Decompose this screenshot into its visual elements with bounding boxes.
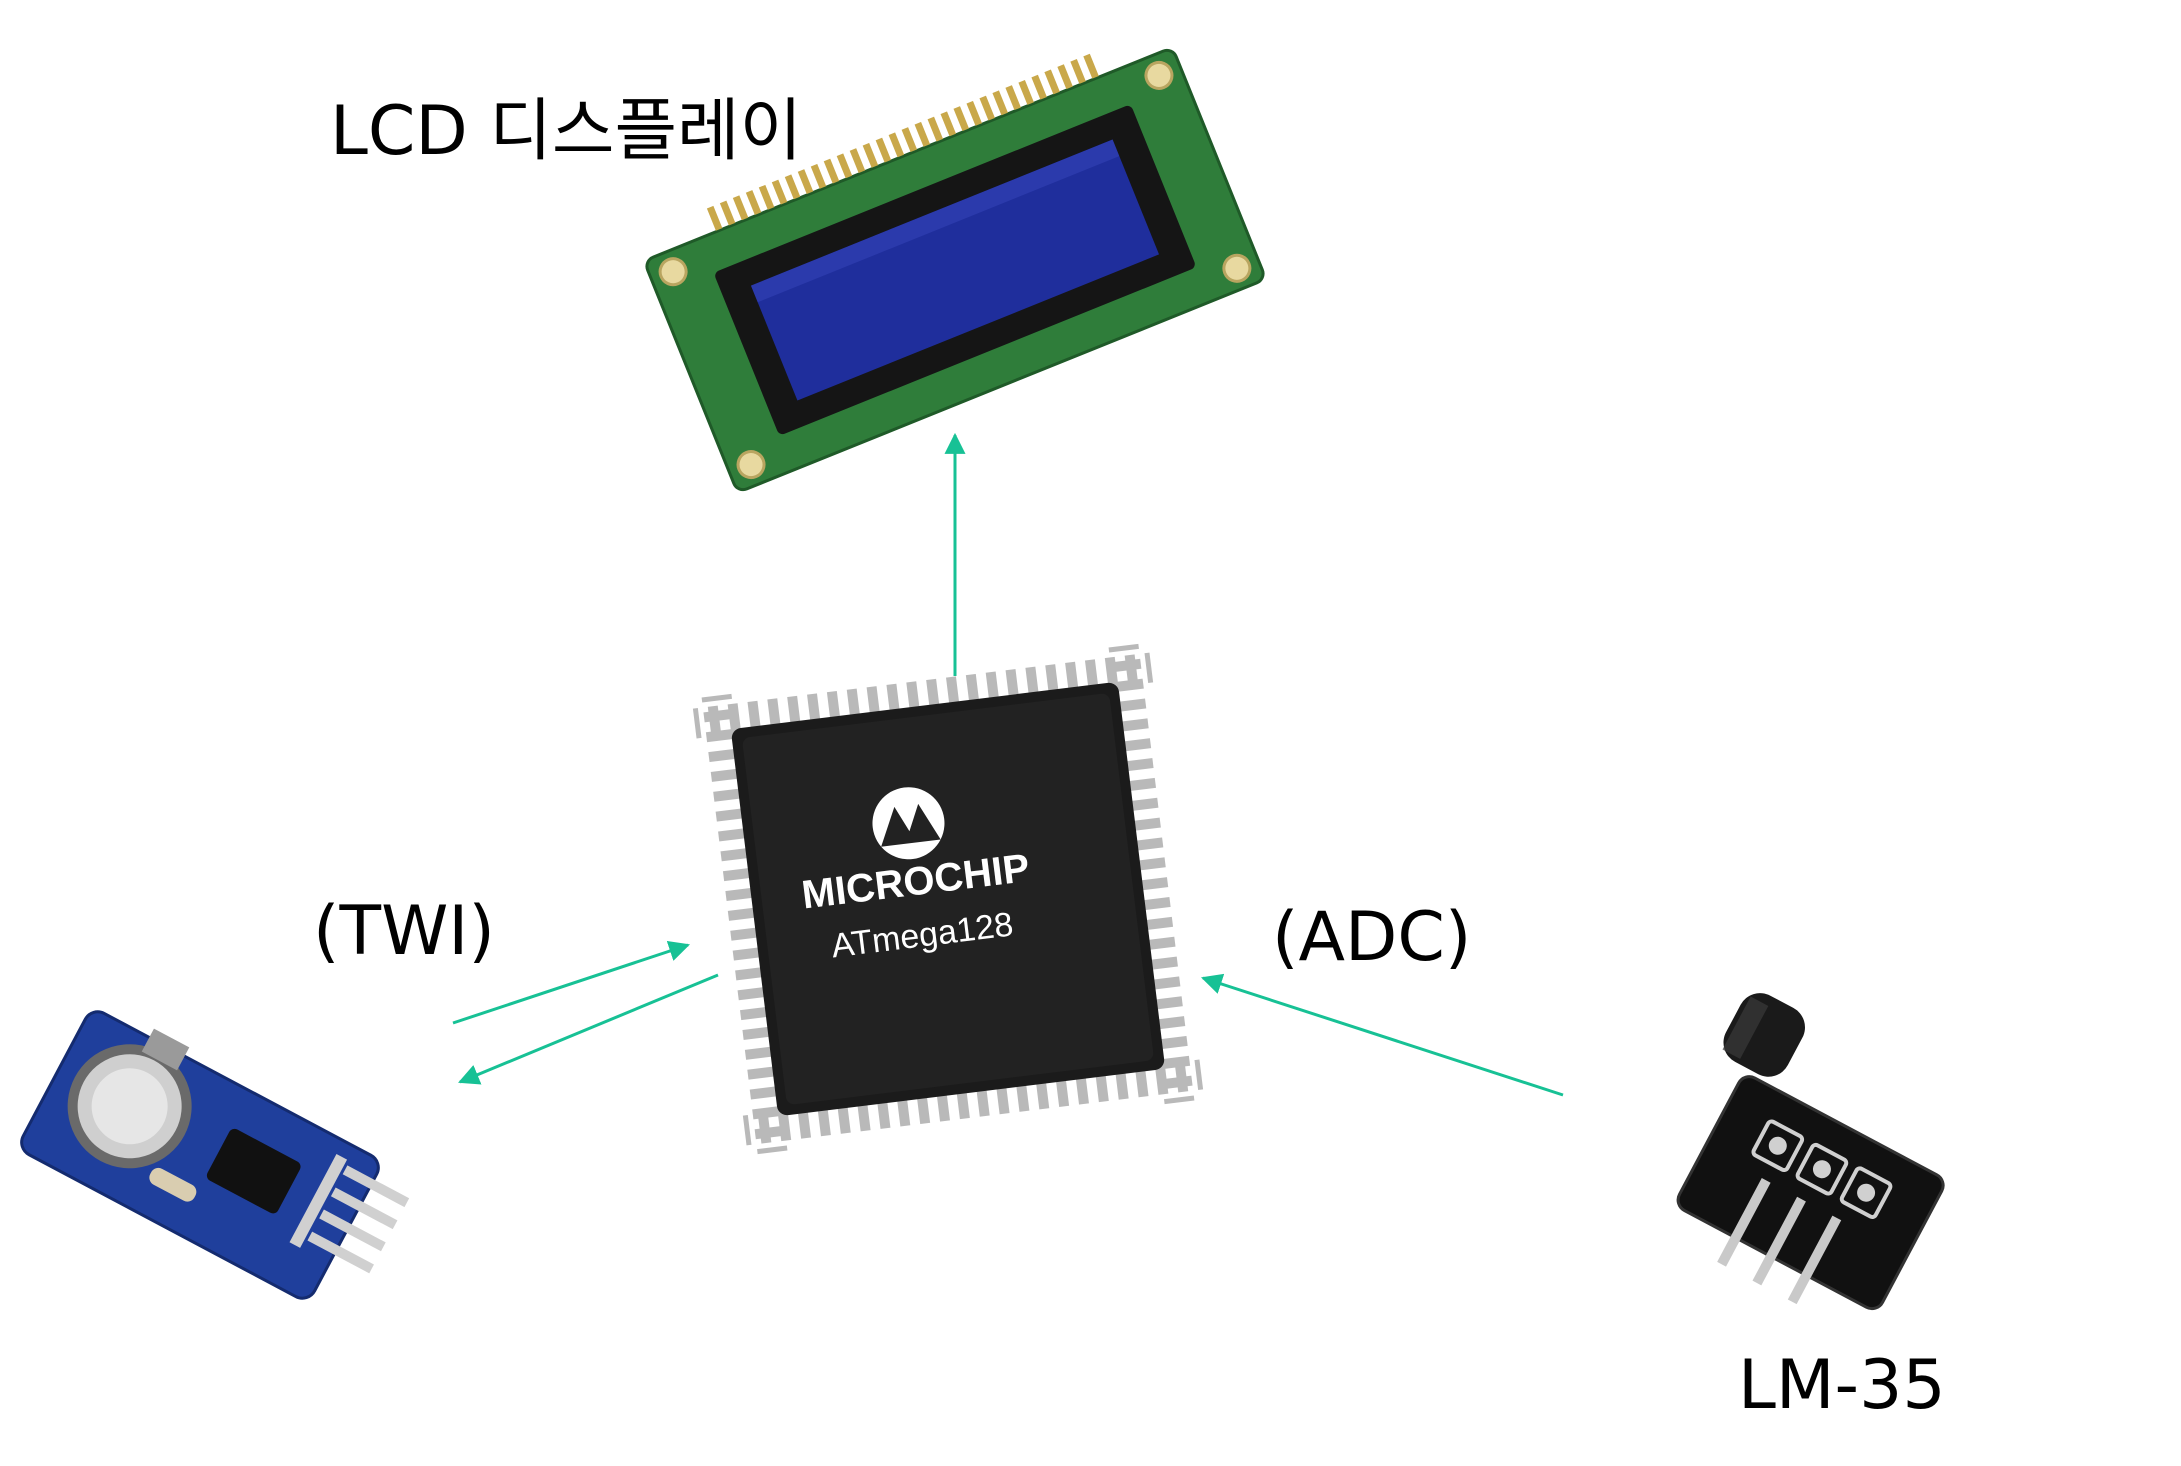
- lcd-display-module-image: [645, 48, 1265, 492]
- lm35-sensor-module-image: [1676, 993, 1945, 1311]
- adc-label: (ADC): [1272, 898, 1472, 977]
- atmega128-chip-image: MICROCHIP ATmega128: [692, 643, 1204, 1155]
- arrow-lm35-to-chip: [1201, 973, 1564, 1097]
- rtc-module-image: [20, 1010, 410, 1300]
- microchip-logo-icon: [872, 787, 945, 860]
- arrow-rtc-to-chip: [452, 940, 690, 1025]
- lm35-label: LM-35: [1738, 1346, 1946, 1425]
- arrow-chip-to-rtc: [458, 973, 719, 1085]
- lcd-display-label: LCD 디스플레이: [330, 92, 803, 171]
- twi-label: (TWI): [313, 892, 495, 971]
